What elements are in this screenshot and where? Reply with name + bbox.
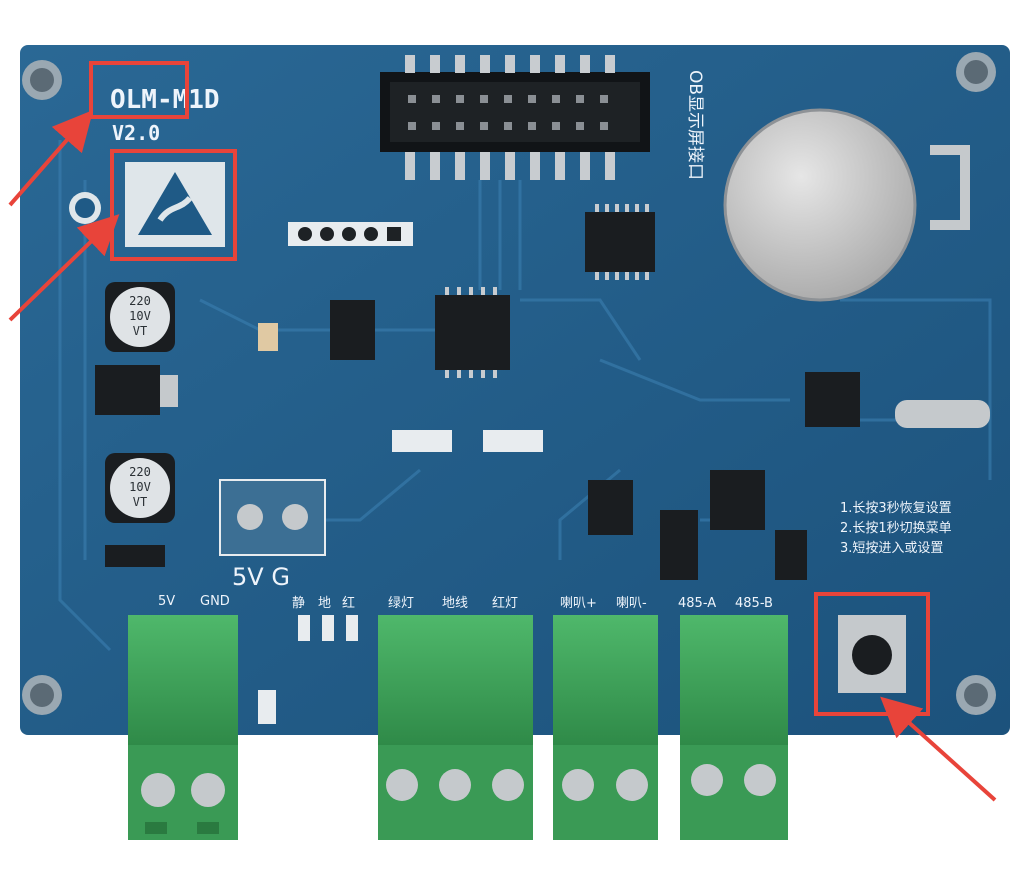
- label-5v: 5V: [158, 594, 175, 609]
- mounting-holes: [22, 52, 996, 715]
- label-horn-plus: 喇叭+: [560, 596, 597, 611]
- highlight-esd-logo: [110, 149, 237, 261]
- arrow-to-model: [8, 109, 94, 207]
- coin-battery: [723, 108, 970, 302]
- annotation-arrows: [8, 109, 997, 802]
- ground-symbol-icon: [69, 192, 101, 224]
- label-ground-wire: 地线: [442, 596, 468, 611]
- label-horn-minus: 喇叭-: [616, 596, 647, 611]
- diode: [105, 545, 165, 567]
- terminal-lights: [378, 615, 533, 840]
- ic-pins: [445, 204, 649, 378]
- version-label: V2.0: [112, 121, 160, 145]
- model-label: OLM-M1D: [110, 85, 220, 115]
- crystal: [895, 400, 990, 428]
- label-red-light: 红灯: [492, 595, 518, 611]
- pin-header: [288, 222, 413, 246]
- cap1-series: VT: [133, 324, 147, 338]
- label-jing: 静: [292, 596, 305, 611]
- power-screw-terminal: [219, 479, 326, 556]
- cap2-series: VT: [133, 495, 147, 509]
- label-green-light: 绿灯: [388, 596, 414, 611]
- display-header: [380, 55, 650, 180]
- power-label: 5V G: [232, 563, 290, 591]
- terminal-rs485: [680, 615, 788, 840]
- voltage-regulator: [95, 365, 178, 415]
- arrow-to-esd: [8, 214, 120, 322]
- cap1-value: 220: [129, 294, 151, 308]
- instruction-2: 2.长按1秒切换菜单: [840, 521, 952, 536]
- highlight-model: [89, 61, 189, 119]
- smd-components: [258, 323, 543, 724]
- instruction-3: 3.短按进入或设置: [840, 541, 943, 556]
- label-485a: 485-A: [678, 596, 716, 611]
- electrolytic-capacitors: [105, 282, 175, 523]
- display-port-label: OB显示屏接口: [685, 70, 705, 180]
- terminal-power: [128, 615, 238, 840]
- label-di: 地: [318, 596, 331, 611]
- capacitor-marking: 220 10V VT 220 10V VT: [129, 294, 151, 509]
- label-gnd: GND: [200, 594, 230, 609]
- cap1-voltage: 10V: [129, 309, 151, 323]
- terminal-horn: [553, 615, 658, 840]
- connector-labels: 5V GND 静 地 红 绿灯 地线 红灯 喇叭+ 喇叭- 485-A 485-…: [158, 594, 773, 611]
- cap2-value: 220: [129, 465, 151, 479]
- integrated-circuits: [330, 212, 860, 580]
- label-hong: 红: [342, 595, 355, 611]
- cap2-voltage: 10V: [129, 480, 151, 494]
- esd-warning-icon: [125, 162, 225, 247]
- instruction-1: 1.长按3秒恢复设置: [840, 501, 952, 516]
- tactile-button: [838, 615, 906, 693]
- arrow-to-button: [880, 696, 997, 802]
- button-instructions: 1.长按3秒恢复设置 2.长按1秒切换菜单 3.短按进入或设置: [840, 501, 952, 556]
- highlight-button: [814, 592, 930, 716]
- highlight-annotations: [89, 61, 930, 716]
- label-485b: 485-B: [735, 596, 773, 611]
